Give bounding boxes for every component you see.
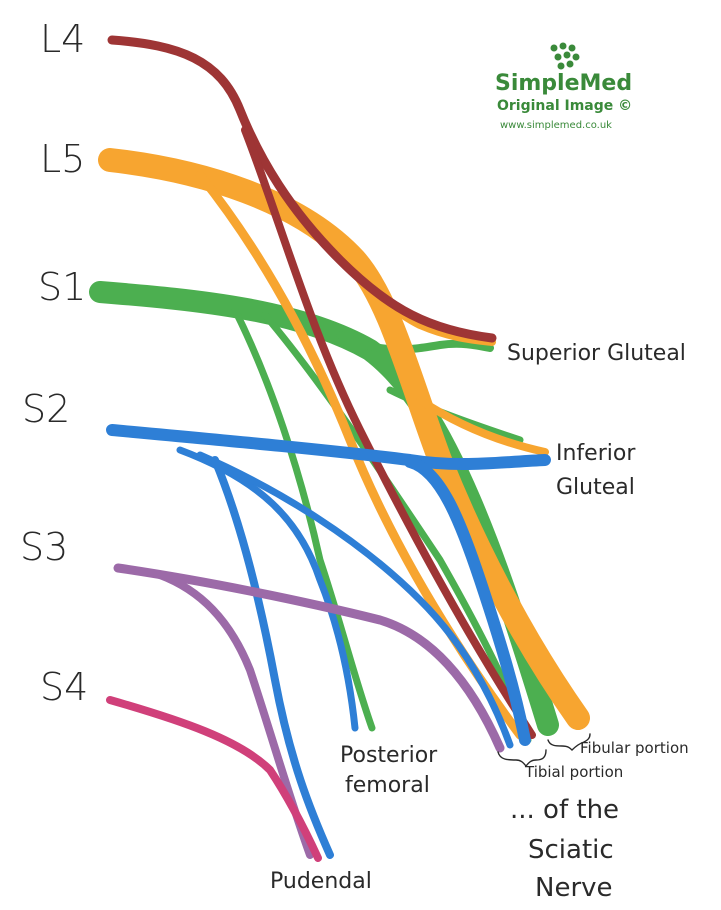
l5-to-inferior-gluteal [416,396,549,456]
root-label-s3: S3 [20,525,68,569]
label-inferior-gluteal-1: Inferior [556,441,636,466]
root-label-l5: L5 [40,137,85,181]
label-tibial-portion: Tibial portion [524,763,623,781]
l4-nerve-strands [107,35,536,739]
brace-fibular-portion [547,733,591,751]
s4-to-pudendal [106,696,322,862]
root-label-s2: S2 [22,387,70,431]
label-posterior-femoral-1: Posterior [340,743,438,768]
s1-to-tibial [261,311,532,744]
s3-to-sciatic [113,563,505,753]
root-label-s1: S1 [38,265,86,309]
s3-to-pudendal [156,571,314,859]
l4-to-sciatic [241,126,536,739]
logo-subtitle: Original Image © [497,98,632,114]
root-label-l4: L4 [40,17,85,61]
brace-tibial-portion [497,749,547,767]
l4-trunk [107,35,497,343]
simplemed-logo: SimpleMed Original Image © www.simplemed… [495,42,632,131]
s2-nerve-strands [106,424,551,859]
root-label-s4: S4 [40,665,88,709]
label-fibular-portion: Fibular portion [580,739,689,757]
s2-to-pudendal [211,456,334,859]
logo-name: SimpleMed [495,71,632,96]
label-sciatic-3: Nerve [535,873,613,903]
logo-url: www.simplemed.co.uk [500,120,612,131]
s2-to-posterior-femoral [176,446,359,732]
s2-to-tibial [196,451,514,749]
s2-trunk [106,424,551,471]
label-superior-gluteal: Superior Gluteal [507,341,686,366]
label-sciatic-1: ... of the [510,795,619,825]
label-pudendal: Pudendal [270,869,372,894]
s1-to-posterior-femoral [231,306,376,732]
label-inferior-gluteal-2: Gluteal [556,475,635,500]
s4-nerve-strands [106,696,322,862]
l5-trunk [98,148,590,730]
s1-to-superior-gluteal [336,331,494,354]
s2-to-inferior-gluteal [404,456,531,746]
label-posterior-femoral-2: femoral [345,773,430,798]
label-sciatic-2: Sciatic [528,835,614,865]
simplemed-logo-icon [550,42,580,70]
